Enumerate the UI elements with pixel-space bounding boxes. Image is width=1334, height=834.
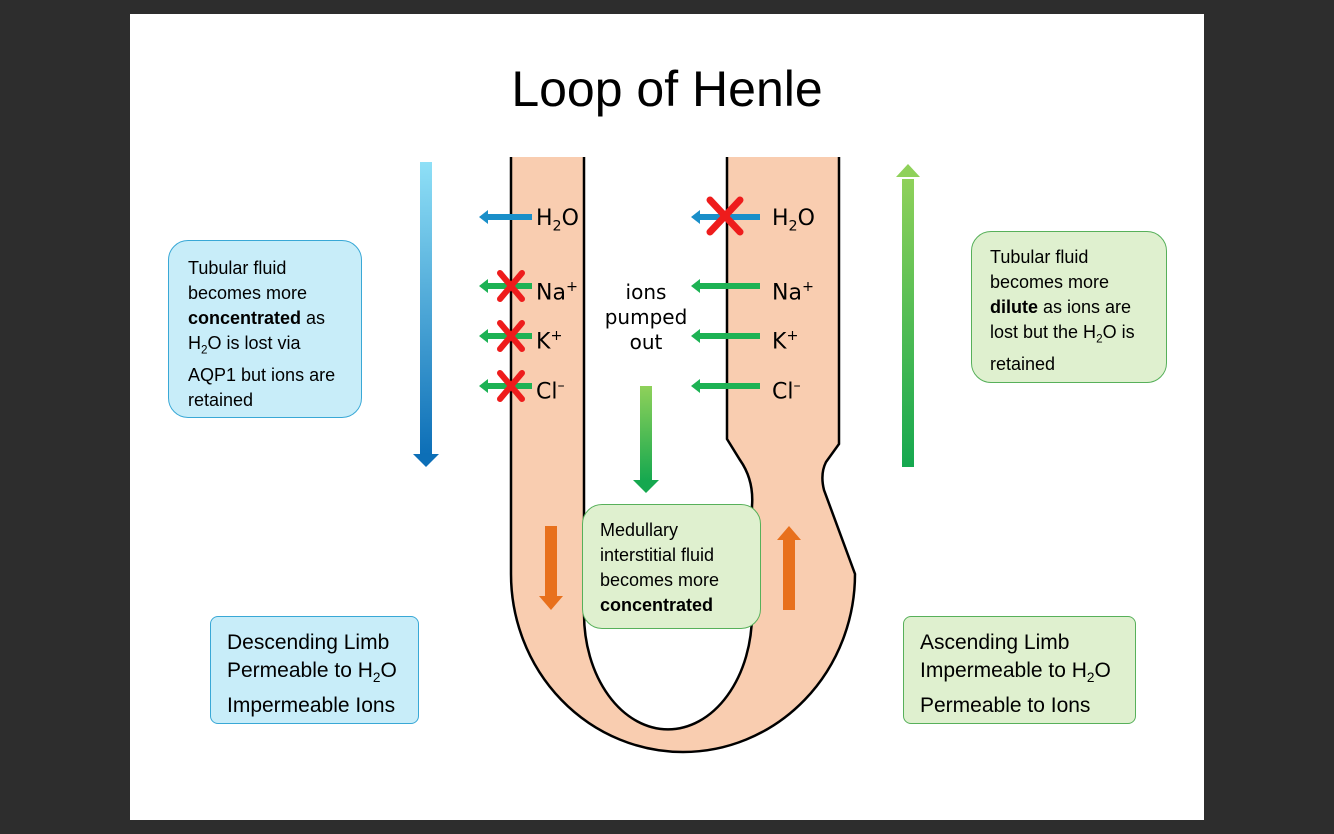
inner-wall <box>582 157 754 731</box>
loop-tube <box>511 157 855 752</box>
medullary-info-box: Medullary interstitial fluid becomes mor… <box>582 504 761 629</box>
ions-pumped-out-label: ions pumped out <box>604 280 688 354</box>
asc-k-arrow <box>691 329 760 343</box>
ascending-gradient-arrow <box>896 164 920 467</box>
asc-na-arrow <box>691 279 760 293</box>
loop-diagram <box>413 157 920 754</box>
pumped-down-arrow <box>633 386 659 493</box>
asc-h2o-label: H2O <box>772 206 815 235</box>
asc-cl-label: Cl– <box>772 378 801 405</box>
desc-cl-blocked-x <box>497 370 525 402</box>
asc-na-label: Na+ <box>772 279 814 306</box>
asc-cl-arrow <box>691 379 760 393</box>
desc-cl-label: Cl– <box>536 378 565 405</box>
descending-limb-label-box: Descending Limb Permeable to H2O Imperme… <box>210 616 419 724</box>
descending-gradient-arrow <box>413 162 439 467</box>
descending-outer-wall <box>509 157 857 754</box>
desc-na-blocked-x <box>497 270 525 302</box>
descending-flow-arrow <box>539 526 563 610</box>
desc-na-label: Na+ <box>536 279 578 306</box>
ascending-flow-arrow <box>777 526 801 610</box>
desc-h2o-label: H2O <box>536 206 579 235</box>
page-title: Loop of Henle <box>511 61 823 117</box>
desc-k-blocked-x <box>497 320 525 352</box>
asc-h2o-blocked-x <box>706 196 744 236</box>
ascending-limb-label-box: Ascending Limb Impermeable to H2O Permea… <box>903 616 1136 724</box>
desc-k-label: K+ <box>536 328 563 355</box>
ascending-info-box: Tubular fluid becomes more dilute as ion… <box>971 231 1167 383</box>
asc-k-label: K+ <box>772 328 799 355</box>
slide: Loop of Henle <box>130 14 1204 820</box>
desc-h2o-arrow <box>479 210 532 224</box>
descending-info-box: Tubular fluid becomes more concentrated … <box>168 240 362 418</box>
